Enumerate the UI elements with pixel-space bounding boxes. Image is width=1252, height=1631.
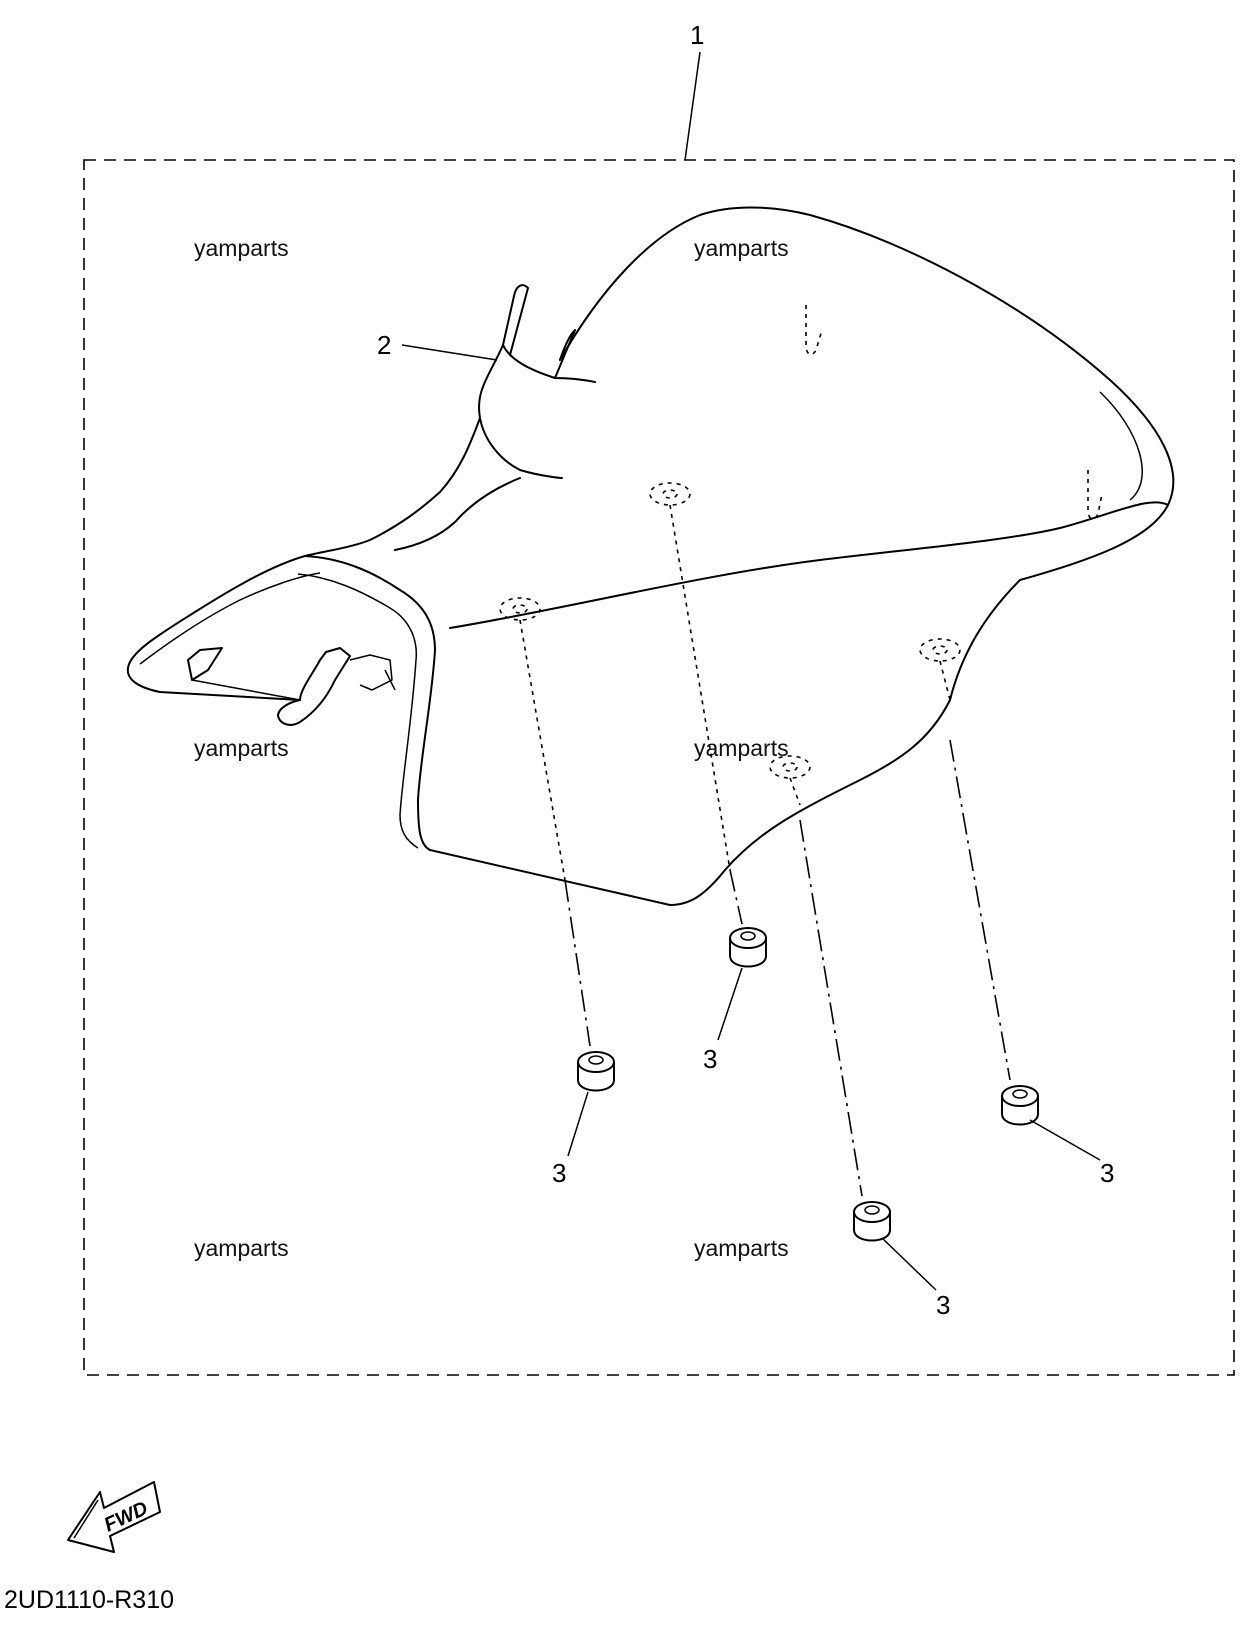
- diagram-code: 2UD1110-R310: [4, 1586, 174, 1614]
- assembly-centerlines: [519, 504, 1011, 1197]
- leader-3: [881, 1237, 937, 1291]
- watermark: yamparts: [694, 1235, 789, 1261]
- callout-3: 3: [936, 1290, 950, 1320]
- seat-illustration: [126, 206, 1175, 906]
- callout-3: 3: [552, 1158, 566, 1188]
- damper-b: [729, 927, 767, 968]
- callout-3: 3: [1100, 1158, 1114, 1188]
- leader-1: [684, 51, 701, 161]
- callout-1: 1: [690, 20, 704, 50]
- assembly-frame: [83, 159, 1235, 1376]
- callout-3: 3: [703, 1044, 717, 1074]
- damper-c: [1001, 1085, 1039, 1126]
- leader-3: [717, 967, 743, 1041]
- callout-2: 2: [377, 330, 391, 360]
- damper-d: [853, 1201, 891, 1242]
- leader-3: [567, 1091, 589, 1157]
- damper-a: [577, 1051, 615, 1092]
- watermark: yamparts: [194, 1235, 289, 1261]
- leader-3: [1029, 1119, 1101, 1161]
- leader-2: [401, 344, 498, 361]
- svg-text:FWD: FWD: [101, 1497, 152, 1536]
- forward-arrow-icon: FWD: [67, 1481, 161, 1553]
- watermark: yamparts: [694, 235, 789, 261]
- watermark: yamparts: [194, 235, 289, 261]
- watermark: yamparts: [194, 735, 289, 761]
